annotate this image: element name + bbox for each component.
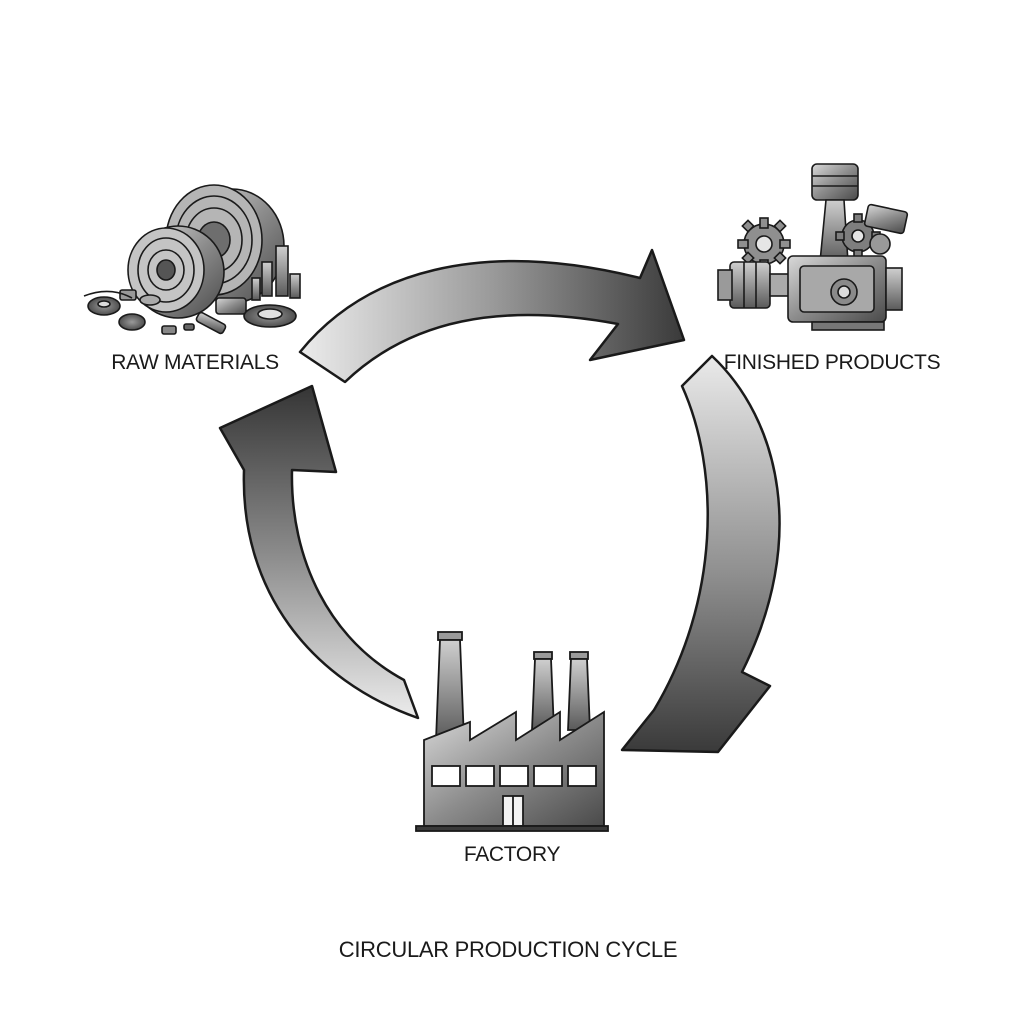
raw-materials-icon [83, 184, 301, 335]
raw-materials-label: RAW MATERIALS [111, 351, 279, 374]
factory-icon [415, 631, 609, 832]
machinery-icon [717, 163, 909, 331]
arrow-factory-to-raw [216, 382, 422, 722]
finished-products-label: FINISHED PRODUCTS [723, 351, 941, 374]
diagram-caption: CIRCULAR PRODUCTION CYCLE [338, 937, 678, 962]
arrow-finished-to-factory [618, 352, 784, 756]
arrow-raw-to-finished [296, 246, 688, 386]
factory-label: FACTORY [463, 843, 561, 866]
